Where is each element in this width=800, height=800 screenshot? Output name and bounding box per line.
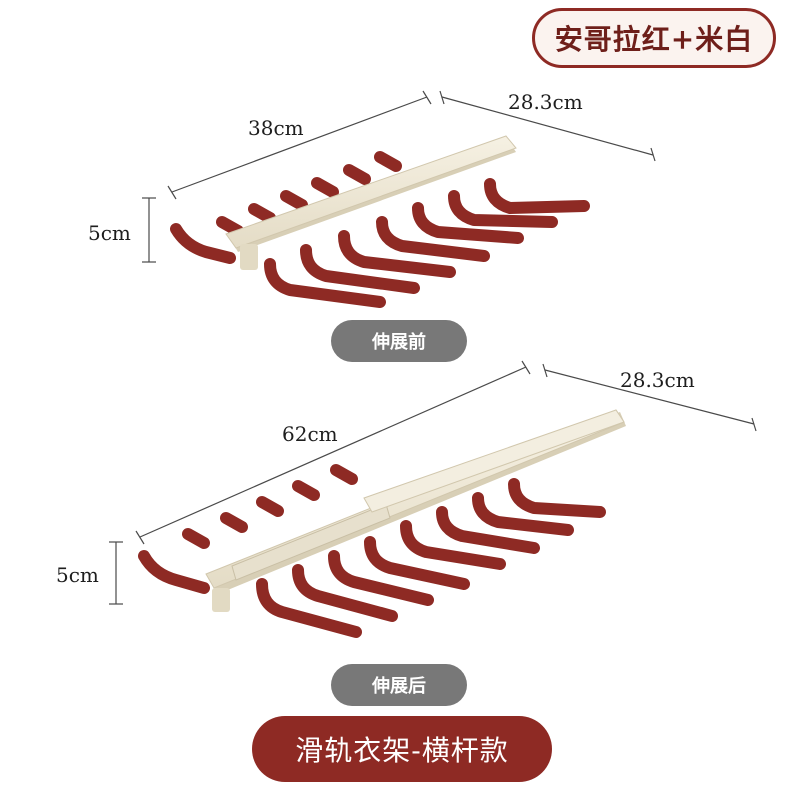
width-label-after: 62cm (282, 422, 338, 446)
back-hooks-before (170, 151, 402, 264)
rack-before-extension (142, 90, 656, 308)
height-label-after: 5cm (56, 563, 99, 587)
state-pill-before: 伸展前 (331, 320, 467, 362)
state-text-before: 伸展前 (372, 332, 426, 353)
color-badge: 安哥拉红+米白 (532, 8, 776, 68)
rail-after (205, 409, 626, 612)
width-label-before: 38cm (248, 116, 304, 140)
state-pill-after: 伸展后 (331, 664, 467, 706)
color-name-text: 安哥拉红+米白 (554, 23, 754, 56)
front-hooks-before (264, 178, 590, 308)
product-name-text: 滑轨衣架-横杆款 (295, 734, 509, 767)
rack-after-extension (109, 360, 757, 638)
depth-label-after: 28.3cm (620, 368, 695, 392)
state-text-after: 伸展后 (372, 676, 426, 697)
height-label-before: 5cm (88, 221, 131, 245)
dimension-lines-after (109, 360, 757, 605)
depth-label-before: 28.3cm (508, 90, 583, 114)
front-hooks-after (256, 478, 606, 638)
rail-before (225, 135, 517, 270)
product-name-banner: 滑轨衣架-横杆款 (252, 716, 552, 782)
back-hooks-after (138, 464, 358, 594)
dimension-lines-before (142, 90, 656, 263)
